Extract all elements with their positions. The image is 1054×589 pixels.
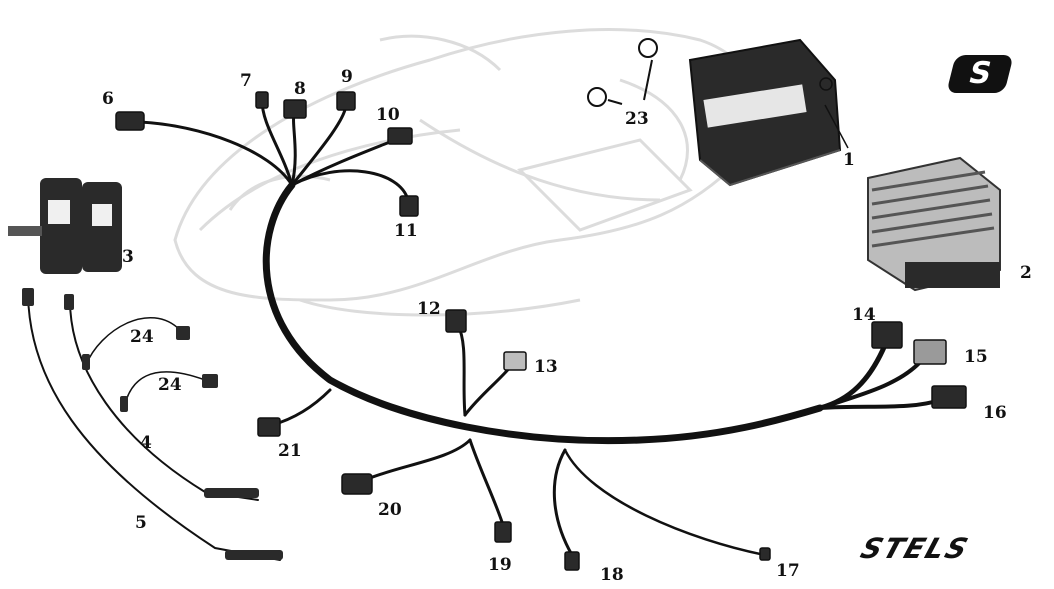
connector-18 — [564, 551, 580, 571]
lead-wires — [27, 294, 281, 561]
connector-21 — [257, 417, 281, 437]
connector-6 — [115, 111, 145, 131]
connector-17 — [759, 547, 771, 561]
callout-16: 16 — [983, 403, 1007, 423]
connector-7 — [255, 91, 269, 109]
callout-21: 21 — [278, 441, 302, 461]
main-harness — [138, 98, 942, 557]
callout-14: 14 — [852, 305, 876, 325]
connector-11 — [399, 195, 419, 217]
connector-13 — [503, 351, 527, 371]
connector-9 — [336, 91, 356, 111]
callout-13: 13 — [534, 357, 558, 377]
ecu-unit — [688, 38, 849, 187]
connector-20 — [341, 473, 373, 495]
callout-17: 17 — [776, 561, 800, 581]
callout-15: 15 — [964, 347, 988, 367]
callout-24b: 24 — [158, 375, 182, 395]
callout-10: 10 — [376, 105, 400, 125]
callout-1: 1 — [843, 150, 855, 170]
o-rings — [587, 38, 658, 107]
callout-12: 12 — [417, 299, 441, 319]
brand-wordmark: STELS — [856, 532, 974, 565]
callout-4: 4 — [140, 433, 152, 453]
callout-20: 20 — [378, 500, 402, 520]
lead-terminals — [22, 288, 283, 560]
connectors — [115, 91, 967, 571]
callout-19: 19 — [488, 555, 512, 575]
connector-16 — [931, 385, 967, 409]
brand-logo-letter: S — [964, 56, 996, 91]
connector-10 — [387, 127, 413, 145]
connector-15 — [913, 339, 947, 365]
callout-5: 5 — [135, 513, 147, 533]
callout-9: 9 — [341, 67, 353, 87]
brand-logo: S — [946, 55, 1014, 93]
callout-6: 6 — [102, 89, 114, 109]
connector-12 — [445, 309, 467, 333]
ignition-module — [8, 178, 122, 274]
callout-23: 23 — [625, 109, 649, 129]
regulator-unit — [867, 156, 1001, 292]
vehicle-ghost-outline — [173, 28, 763, 317]
connector-14 — [871, 321, 903, 349]
connector-19 — [494, 521, 512, 543]
callout-3: 3 — [122, 247, 134, 267]
callout-24a: 24 — [130, 327, 154, 347]
callout-7: 7 — [240, 71, 252, 91]
callout-8: 8 — [294, 79, 306, 99]
callout-11: 11 — [394, 221, 418, 241]
connector-8 — [283, 99, 307, 119]
callout-18: 18 — [600, 565, 624, 585]
callout-2: 2 — [1020, 263, 1032, 283]
callout-labels: 1 2 3 4 5 6 7 8 9 10 11 12 13 14 15 16 1… — [102, 67, 1032, 585]
